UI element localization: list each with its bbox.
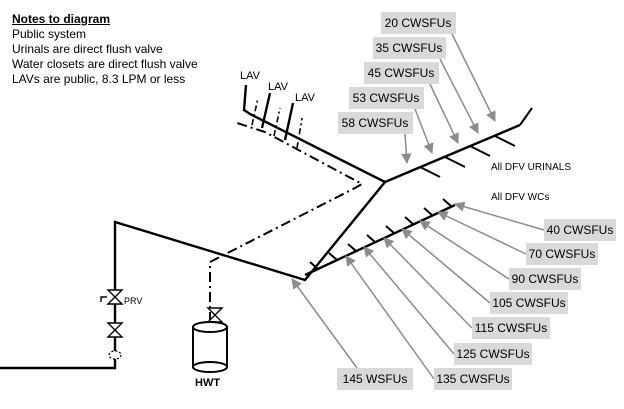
lav-label: LAV (268, 81, 289, 93)
lav-hot-branch (251, 97, 259, 126)
hwt-label: HWT (195, 377, 220, 389)
prv-label: PRV (124, 296, 142, 306)
water-heater-tank (192, 321, 228, 373)
svg-text:40 CWSFUs: 40 CWSFUs (547, 223, 614, 237)
urinal-header (384, 123, 521, 184)
urinal-stub (469, 145, 491, 157)
wc-stub (385, 225, 395, 234)
svg-text:20 CWSFUs: 20 CWSFUs (385, 16, 452, 30)
wc-stub (366, 234, 376, 243)
urinal-stub (519, 107, 533, 126)
urinal-stub (444, 156, 466, 168)
notes-title: Notes to diagram (12, 12, 111, 26)
wc-stub (404, 216, 414, 225)
svg-text:105 CWSFUs: 105 CWSFUs (492, 296, 565, 310)
leader-arrow (383, 237, 473, 329)
wc-stub (328, 252, 338, 261)
urinal-stub (494, 135, 516, 147)
urinal-load-label: 45 CWSFUs (364, 62, 439, 84)
prv-valve (100, 289, 124, 305)
svg-text:45 CWSFUs: 45 CWSFUs (368, 66, 435, 80)
lav-cold-riser (242, 84, 386, 184)
wc-load-label: 115 CWSFUs (472, 317, 550, 339)
urinal-group-label: All DFV URINALS (491, 162, 571, 173)
notes-block: Notes to diagram Public system Urinals a… (12, 12, 198, 87)
note-line: Water closets are direct flush valve (12, 57, 198, 71)
note-line: Public system (12, 27, 87, 41)
leader-arrow (363, 246, 455, 355)
svg-text:58 CWSFUs: 58 CWSFUs (342, 116, 409, 130)
wc-load-label: 125 CWSFUs (454, 343, 532, 365)
wc-load-label: 135 CWSFUs (434, 368, 512, 390)
wc-load-label: 40 CWSFUs (544, 219, 616, 241)
svg-text:53 CWSFUs: 53 CWSFUs (353, 91, 420, 105)
svg-text:145 WSFUs: 145 WSFUs (343, 372, 408, 386)
wc-load-label: 145 WSFUs (337, 368, 413, 390)
wc-header (304, 203, 456, 277)
svg-text:70 CWSFUs: 70 CWSFUs (529, 247, 596, 261)
leader-arrow (419, 220, 510, 280)
wc-load-label: 70 CWSFUs (526, 243, 598, 265)
urinal-load-label: 58 CWSFUs (338, 112, 413, 134)
leader-arrow (401, 133, 412, 165)
meter (108, 350, 122, 360)
urinal-load-label: 35 CWSFUs (373, 37, 446, 59)
leader-arrow (437, 211, 527, 255)
wc-stub (347, 243, 357, 252)
wc-stub (442, 198, 452, 207)
leader-arrow (291, 278, 358, 369)
lav-hot-branch (273, 107, 281, 137)
leader-arrow (453, 201, 545, 231)
leader-arrow (414, 108, 434, 154)
cold-water-main (0, 181, 386, 370)
lav-hot-branch (296, 117, 303, 149)
wc-stubs (309, 198, 452, 270)
note-line: Urinals are direct flush valve (12, 42, 163, 56)
wc-load-label: 105 CWSFUs (490, 292, 568, 314)
wc-group-label: All DFV WCs (491, 192, 549, 203)
note-line: LAVs are public, 8.3 LPM or less (12, 72, 186, 86)
leader-arrow (429, 83, 459, 144)
wc-stub (423, 207, 433, 216)
urinal-stub (419, 166, 441, 178)
hot-water-line (209, 122, 365, 322)
lav-branch (283, 102, 295, 141)
urinal-load-label: 20 CWSFUs (381, 12, 456, 34)
leader-arrow (451, 33, 496, 122)
svg-text:125 CWSFUs: 125 CWSFUs (456, 347, 529, 361)
svg-text:135 CWSFUs: 135 CWSFUs (436, 372, 509, 386)
wc-stub (309, 261, 319, 270)
lav-branch (260, 92, 272, 129)
leader-arrow (439, 58, 479, 134)
urinal-load-label: 53 CWSFUs (349, 87, 424, 109)
leader-arrow (345, 255, 435, 380)
urinal-stubs (419, 107, 533, 178)
lav-label: LAV (295, 92, 316, 104)
wc-load-label: 90 CWSFUs (509, 268, 581, 290)
leader-arrow (401, 228, 491, 304)
svg-text:115 CWSFUs: 115 CWSFUs (475, 321, 547, 335)
lav-label: LAV (240, 70, 261, 82)
svg-text:90 CWSFUs: 90 CWSFUs (512, 272, 579, 286)
gate-valve (106, 322, 124, 338)
svg-text:35 CWSFUs: 35 CWSFUs (376, 41, 443, 55)
